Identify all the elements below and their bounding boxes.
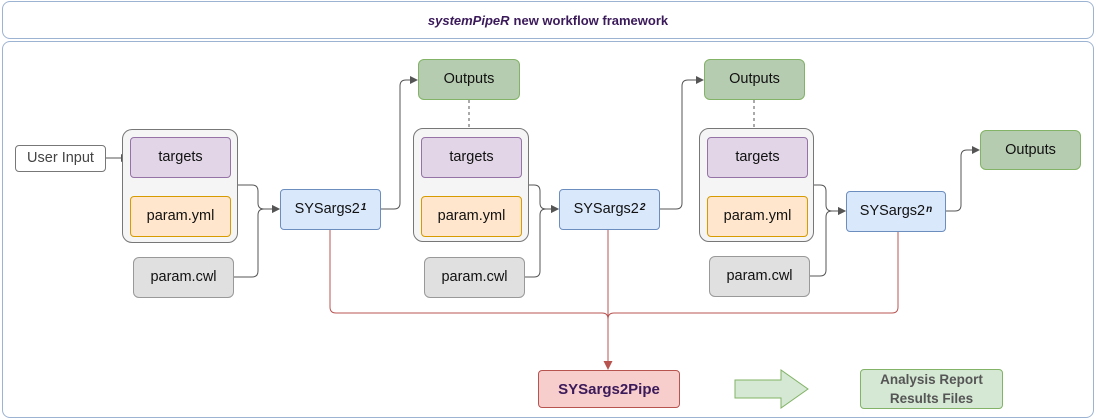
step3-targets-box: targets [707,137,808,178]
step2-param-cwl-label: param.cwl [441,269,508,285]
title-rest: new workflow framework [513,12,669,28]
step1-outputs-box: Outputs [418,59,520,100]
step2-outputs-label: Outputs [729,71,780,87]
step3-param-yml-box: param.yml [707,196,808,237]
step1-sysargs-label: SYSargs2 [294,201,360,217]
step2-param-yml-label: param.yml [437,208,506,224]
step1-param-yml-box: param.yml [130,196,231,237]
step3-param-cwl-label: param.cwl [726,268,793,284]
step1-param-cwl-label: param.cwl [150,269,217,285]
step3-param-cwl-box: param.cwl [709,256,810,297]
step3-targets-label: targets [735,149,780,165]
sysargs2pipe-label: SYSargs2Pipe [558,380,660,398]
step3-outputs-label: Outputs [1005,141,1056,158]
step1-outputs-label: Outputs [443,71,495,87]
step3-outputs-box: Outputs [980,130,1081,170]
step1-param-cwl-box: param.cwl [133,257,234,298]
step1-targets-label: targets [158,149,203,165]
step2-targets-box: targets [421,137,522,178]
report-box: Analysis Report Results Files [860,369,1003,409]
step2-targets-label: targets [449,149,494,165]
step1-param-yml-label: param.yml [146,208,215,224]
step3-sysargs-sup: n [926,204,933,215]
step1-sysargs-sup: 1 [360,202,367,213]
step3-sysargs-label: SYSargs2 [859,203,926,219]
step3-param-yml-label: param.yml [723,208,792,224]
step2-param-yml-box: param.yml [421,196,522,237]
step2-param-cwl-box: param.cwl [424,257,525,298]
step2-sysargs-label: SYSargs2 [573,201,639,217]
step2-outputs-box: Outputs [704,59,805,100]
report-line1: Analysis Report [880,372,983,387]
step2-sysargs-sup: 2 [639,202,646,213]
user-input-label: User Input [27,150,94,166]
report-line2: Results Files [889,391,974,406]
sysargs2pipe-box: SYSargs2Pipe [538,370,680,408]
user-input-box: User Input [15,145,106,172]
step1-targets-box: targets [130,137,231,178]
title-banner: systemPipeR new workflow framework [2,1,1094,39]
title-italic: systemPipeR [427,12,510,28]
